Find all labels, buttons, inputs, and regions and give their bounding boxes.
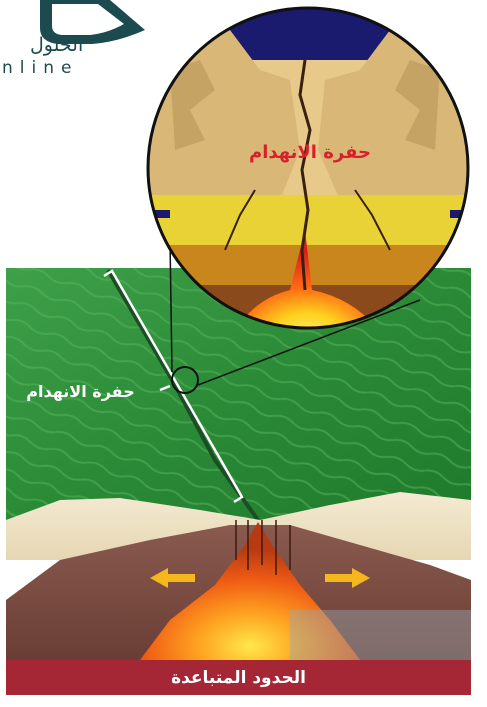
logo-latin-text: nline xyxy=(2,58,78,78)
caption-bar: الحدود المتباعدة xyxy=(6,660,471,695)
overlay-panel xyxy=(290,610,471,660)
caption-text: الحدود المتباعدة xyxy=(171,668,306,688)
rift-valley-label: حفرة الانهدام xyxy=(8,382,153,401)
zoom-rift-label: حفرة الانهدام xyxy=(225,142,395,163)
logo-arabic-text: الحلول xyxy=(30,34,83,56)
site-logo: الحلول nline xyxy=(0,0,150,80)
